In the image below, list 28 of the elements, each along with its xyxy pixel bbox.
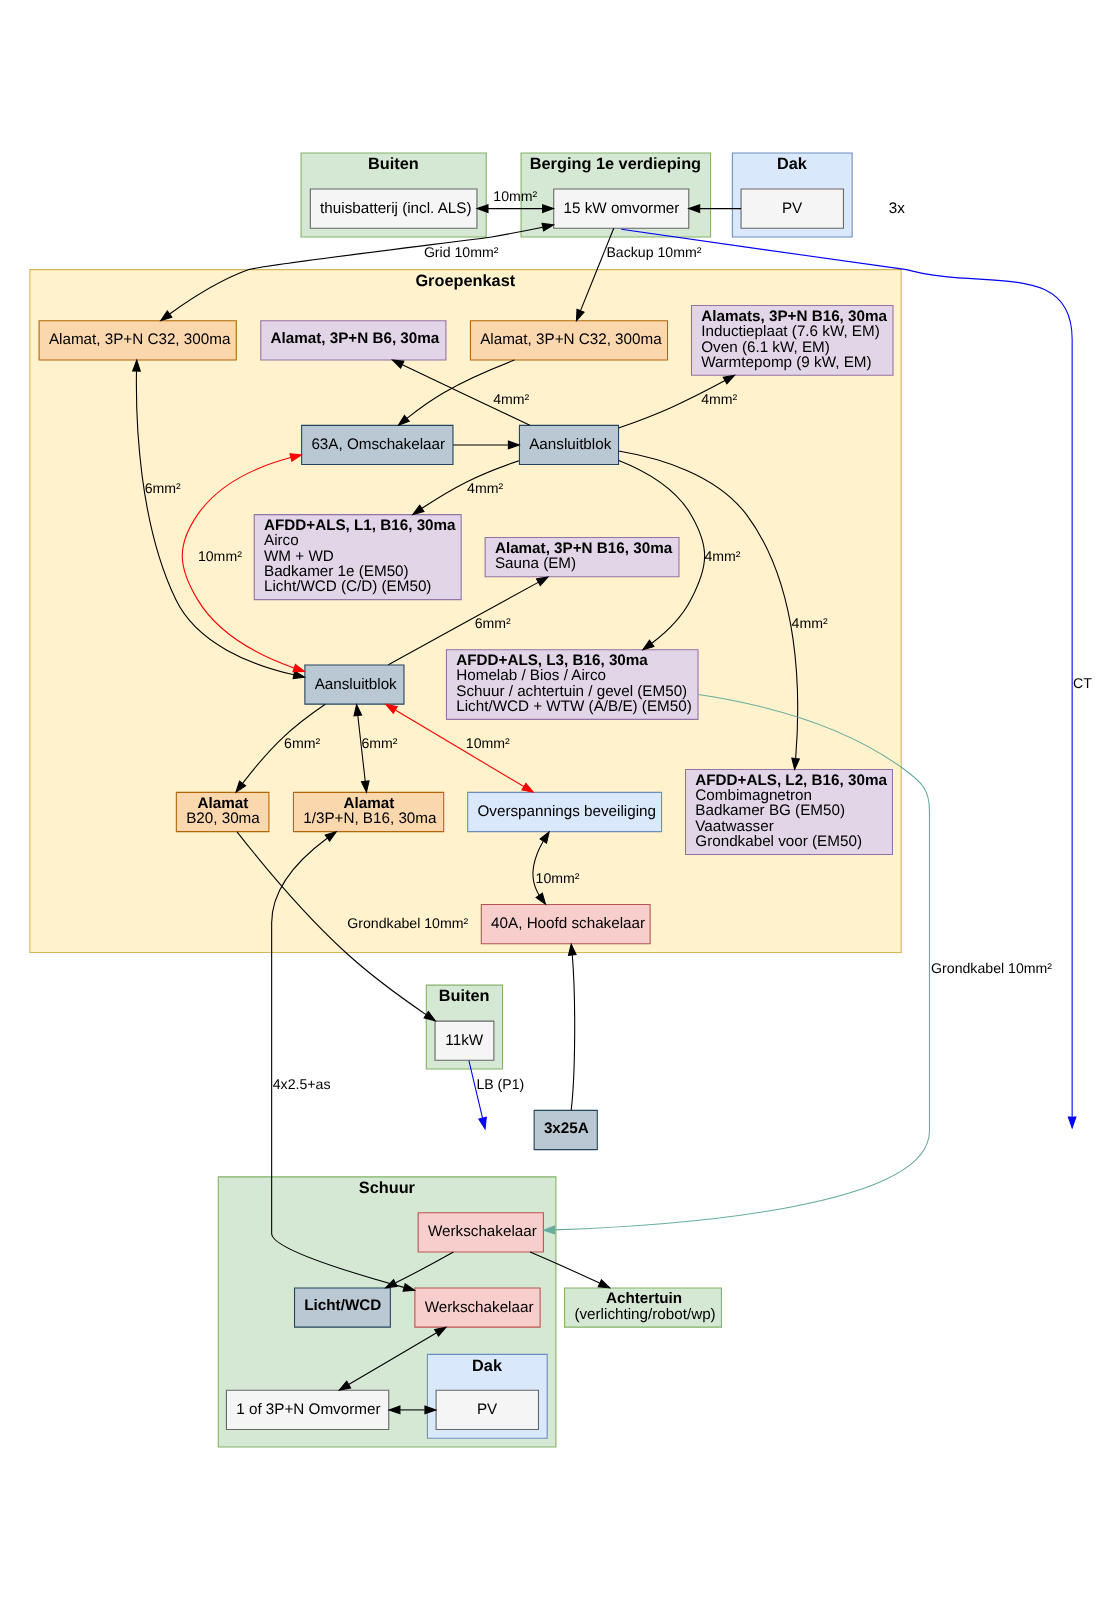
arrow — [384, 703, 535, 794]
arrow — [620, 228, 1077, 1130]
arrow — [181, 453, 307, 673]
arrow — [475, 204, 556, 214]
arrow — [235, 703, 326, 794]
arrow — [532, 830, 551, 906]
arrow — [390, 359, 531, 426]
arrow — [387, 576, 550, 666]
arrow — [384, 1251, 454, 1289]
arrow — [159, 222, 556, 322]
arrow — [618, 374, 736, 429]
arrow — [575, 227, 615, 323]
arrow — [353, 703, 370, 794]
arrow — [236, 831, 437, 1022]
arrow — [468, 1060, 487, 1131]
arrow — [411, 460, 520, 516]
arrow — [271, 830, 417, 1292]
arrow — [618, 450, 801, 772]
arrow — [452, 440, 521, 450]
arrow — [687, 204, 742, 214]
arrow — [397, 359, 515, 427]
arrow — [542, 693, 931, 1235]
arrow — [618, 459, 706, 651]
arrow — [131, 358, 307, 680]
arrow — [337, 1326, 448, 1391]
arrow — [387, 1405, 438, 1415]
arrow — [529, 1251, 612, 1289]
arrow — [567, 942, 577, 1111]
